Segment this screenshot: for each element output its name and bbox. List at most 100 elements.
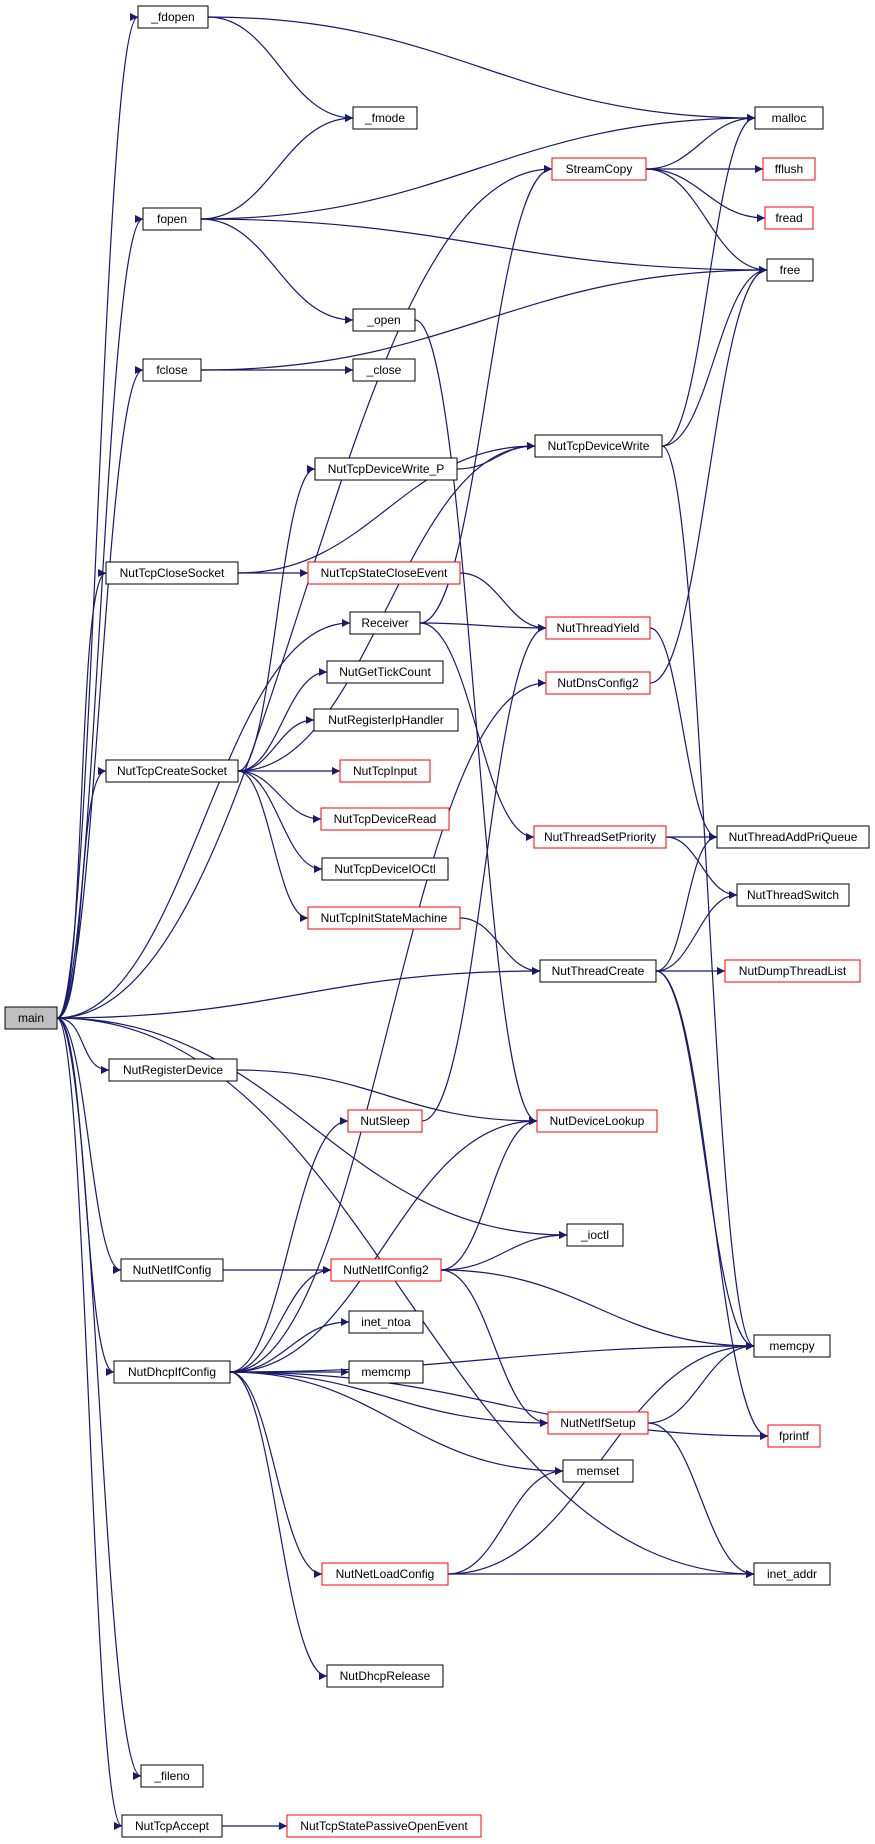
node-nut-tcp-init-state-machine[interactable]: NutTcpInitStateMachine <box>307 906 461 930</box>
node-nut-tcp-create-socket[interactable]: NutTcpCreateSocket <box>105 759 239 783</box>
node-nut-tcp-device-write-box[interactable] <box>534 434 663 458</box>
node-nut-tcp-close-socket[interactable]: NutTcpCloseSocket <box>105 561 239 585</box>
node-nut-tcp-input-box[interactable] <box>339 759 431 783</box>
node-ioctl-box[interactable] <box>566 1223 624 1247</box>
node-fileno-box[interactable] <box>140 1764 204 1788</box>
node-inet-ntoa[interactable]: inet_ntoa <box>348 1310 424 1334</box>
node-close-box[interactable] <box>352 358 416 382</box>
node-nut-tcp-accept[interactable]: NutTcpAccept <box>121 1814 223 1838</box>
node-ioctl[interactable]: _ioctl <box>566 1223 624 1247</box>
node-nut-dns-config2[interactable]: NutDnsConfig2 <box>545 671 651 695</box>
node-inet-addr[interactable]: inet_addr <box>753 1562 831 1586</box>
node-nut-net-if-config2-box[interactable] <box>330 1258 442 1282</box>
node-nut-thread-set-priority[interactable]: NutThreadSetPriority <box>533 825 667 849</box>
node-nut-dhcp-if-config-box[interactable] <box>113 1360 231 1384</box>
node-nut-tcp-device-ioctl-box[interactable] <box>321 857 449 881</box>
node-nut-thread-yield[interactable]: NutThreadYield <box>545 616 651 640</box>
node-nut-thread-switch-box[interactable] <box>736 883 850 907</box>
node-free-box[interactable] <box>766 258 814 282</box>
node-nut-tcp-create-socket-box[interactable] <box>105 759 239 783</box>
node-fopen-box[interactable] <box>142 207 202 231</box>
node-nut-device-lookup[interactable]: NutDeviceLookup <box>536 1109 658 1133</box>
node-nut-thread-add-pri-queue-box[interactable] <box>716 825 870 849</box>
node-fflush[interactable]: fflush <box>762 157 816 181</box>
node-nut-tcp-device-ioctl[interactable]: NutTcpDeviceIOCtl <box>321 857 449 881</box>
node-main-box[interactable] <box>4 1006 58 1030</box>
node-memset[interactable]: memset <box>562 1459 634 1483</box>
node-fread-box[interactable] <box>764 206 814 230</box>
node-nut-sleep[interactable]: NutSleep <box>347 1109 423 1133</box>
node-nut-tcp-device-write-p[interactable]: NutTcpDeviceWrite_P <box>314 457 458 481</box>
node-nut-tcp-state-passive-open-event[interactable]: NutTcpStatePassiveOpenEvent <box>286 1814 482 1838</box>
node-nut-register-device[interactable]: NutRegisterDevice <box>108 1058 238 1082</box>
node-nut-tcp-device-read-box[interactable] <box>320 807 450 831</box>
node-stream-copy[interactable]: StreamCopy <box>551 157 647 181</box>
node-fopen[interactable]: fopen <box>142 207 202 231</box>
node-free[interactable]: free <box>766 258 814 282</box>
node-nut-thread-add-pri-queue[interactable]: NutThreadAddPriQueue <box>716 825 870 849</box>
node-nut-net-load-config[interactable]: NutNetLoadConfig <box>321 1562 449 1586</box>
node-open[interactable]: _open <box>352 308 416 332</box>
node-fread[interactable]: fread <box>764 206 814 230</box>
node-nut-sleep-box[interactable] <box>347 1109 423 1133</box>
node-fdopen-box[interactable] <box>137 5 209 29</box>
node-inet-addr-box[interactable] <box>753 1562 831 1586</box>
node-fprintf-box[interactable] <box>767 1424 821 1448</box>
node-memcmp[interactable]: memcmp <box>348 1360 424 1384</box>
node-nut-tcp-close-socket-box[interactable] <box>105 561 239 585</box>
node-nut-register-ip-handler-box[interactable] <box>313 708 459 732</box>
node-nut-tcp-init-state-machine-box[interactable] <box>307 906 461 930</box>
node-nut-dns-config2-box[interactable] <box>545 671 651 695</box>
node-nut-net-load-config-box[interactable] <box>321 1562 449 1586</box>
node-stream-copy-box[interactable] <box>551 157 647 181</box>
node-fmode-box[interactable] <box>352 106 418 130</box>
node-nut-tcp-device-write[interactable]: NutTcpDeviceWrite <box>534 434 663 458</box>
node-malloc[interactable]: malloc <box>754 106 824 130</box>
node-open-box[interactable] <box>352 308 416 332</box>
node-nut-net-if-config2[interactable]: NutNetIfConfig2 <box>330 1258 442 1282</box>
node-nut-thread-switch[interactable]: NutThreadSwitch <box>736 883 850 907</box>
node-fprintf[interactable]: fprintf <box>767 1424 821 1448</box>
node-fflush-box[interactable] <box>762 157 816 181</box>
node-nut-get-tick-count[interactable]: NutGetTickCount <box>326 660 444 684</box>
node-inet-ntoa-box[interactable] <box>348 1310 424 1334</box>
node-memcpy-box[interactable] <box>753 1334 831 1358</box>
node-nut-tcp-state-close-event-box[interactable] <box>307 561 461 585</box>
node-nut-device-lookup-box[interactable] <box>536 1109 658 1133</box>
node-nut-tcp-state-close-event[interactable]: NutTcpStateCloseEvent <box>307 561 461 585</box>
node-memcpy[interactable]: memcpy <box>753 1334 831 1358</box>
node-fmode[interactable]: _fmode <box>352 106 418 130</box>
node-fclose[interactable]: fclose <box>142 358 202 382</box>
node-close[interactable]: _close <box>352 358 416 382</box>
node-fdopen[interactable]: _fdopen <box>137 5 209 29</box>
node-nut-thread-create-box[interactable] <box>539 959 657 983</box>
node-nut-tcp-state-passive-open-event-box[interactable] <box>286 1814 482 1838</box>
node-nut-get-tick-count-box[interactable] <box>326 660 444 684</box>
node-nut-net-if-setup-box[interactable] <box>547 1411 649 1435</box>
node-receiver[interactable]: Receiver <box>349 611 421 635</box>
node-memset-box[interactable] <box>562 1459 634 1483</box>
node-nut-dump-thread-list[interactable]: NutDumpThreadList <box>724 959 861 983</box>
node-nut-net-if-setup[interactable]: NutNetIfSetup <box>547 1411 649 1435</box>
node-nut-thread-set-priority-box[interactable] <box>533 825 667 849</box>
node-nut-tcp-accept-box[interactable] <box>121 1814 223 1838</box>
node-nut-net-if-config[interactable]: NutNetIfConfig <box>120 1258 224 1282</box>
node-nut-thread-yield-box[interactable] <box>545 616 651 640</box>
node-fclose-box[interactable] <box>142 358 202 382</box>
node-main[interactable]: main <box>4 1006 58 1030</box>
node-nut-thread-create[interactable]: NutThreadCreate <box>539 959 657 983</box>
node-nut-tcp-input[interactable]: NutTcpInput <box>339 759 431 783</box>
node-nut-tcp-device-read[interactable]: NutTcpDeviceRead <box>320 807 450 831</box>
node-nut-register-ip-handler[interactable]: NutRegisterIpHandler <box>313 708 459 732</box>
node-nut-net-if-config-box[interactable] <box>120 1258 224 1282</box>
node-nut-dhcp-release-box[interactable] <box>326 1664 444 1688</box>
node-malloc-box[interactable] <box>754 106 824 130</box>
node-nut-tcp-device-write-p-box[interactable] <box>314 457 458 481</box>
node-fileno[interactable]: _fileno <box>140 1764 204 1788</box>
node-nut-dhcp-release[interactable]: NutDhcpRelease <box>326 1664 444 1688</box>
node-memcmp-box[interactable] <box>348 1360 424 1384</box>
node-nut-dump-thread-list-box[interactable] <box>724 959 861 983</box>
node-nut-register-device-box[interactable] <box>108 1058 238 1082</box>
node-receiver-box[interactable] <box>349 611 421 635</box>
node-nut-dhcp-if-config[interactable]: NutDhcpIfConfig <box>113 1360 231 1384</box>
